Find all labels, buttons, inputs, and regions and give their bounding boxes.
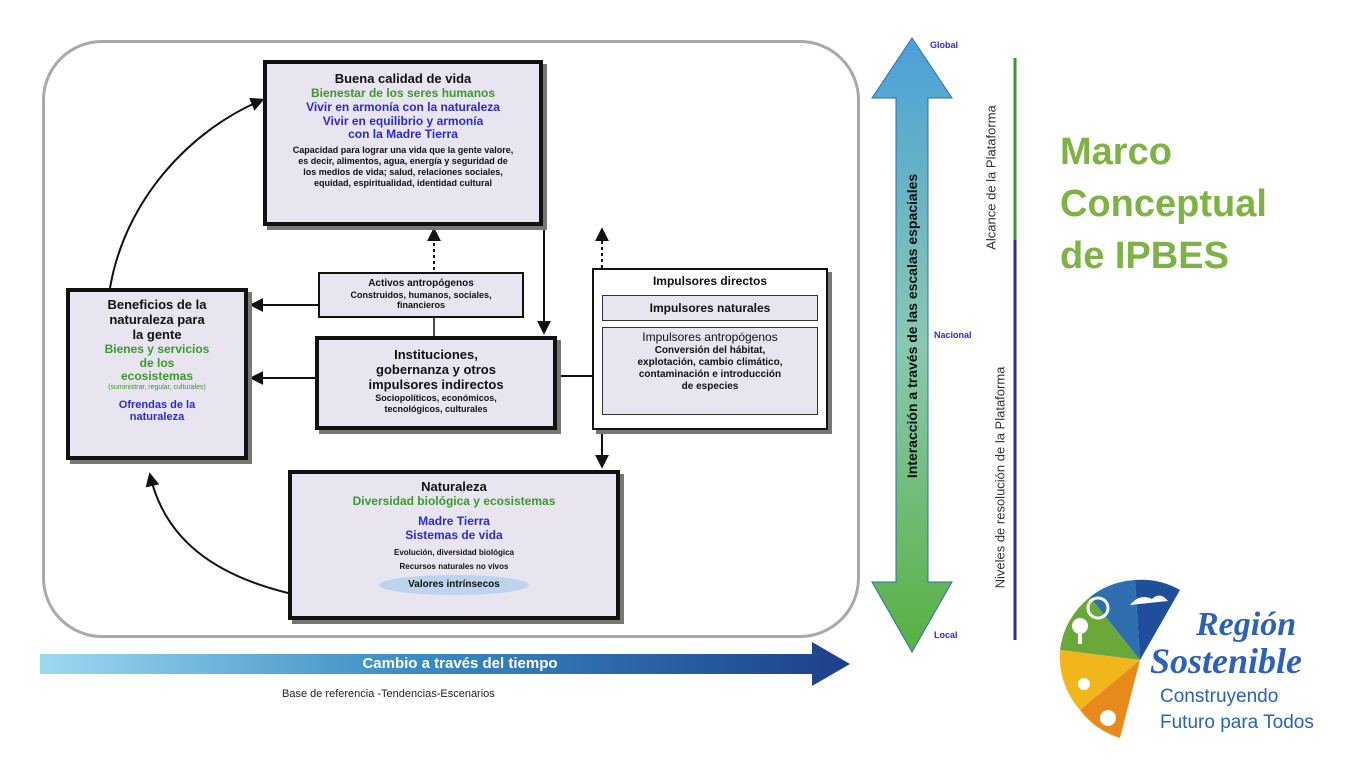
buena-blue-2: Vivir en equilibrio y armonía [322,113,484,128]
valores-ellipse: Valores intrínsecos [379,574,529,595]
activos-desc-1: Construidos, humanos, sociales, [350,289,492,300]
buena-desc-4: equidad, espiritualidad, identidad cultu… [313,177,493,188]
naturaleza-desc-1: Evolución, diversidad biológica [393,548,515,558]
page-title: Marco Conceptual de IPBES [1060,126,1267,282]
naturaleza-green: Diversidad biológica y ecosistemas [352,493,556,508]
time-arrow-sub: Base de referencia -Tendencias-Escenario… [282,688,495,700]
activos-box: Activos antropógenos Construidos, humano… [318,272,524,318]
antropogenos-desc-2: explotación, cambio climático, [637,356,783,368]
beneficios-green-2: de los [139,355,175,370]
scale-global: Global [930,40,959,50]
instituciones-title-2: gobernanza y otros [376,361,496,377]
antropogenos-title: Impulsores antropógenos [642,329,778,344]
instituciones-title-3: impulsores indirectos [368,376,504,392]
beneficios-box: Beneficios de la naturaleza para la gent… [66,288,248,460]
impulsores-directos-box: Impulsores directos Impulsores naturales… [592,268,828,430]
instituciones-title-1: Instituciones, [394,347,478,362]
instituciones-desc-1: Sociopolíticos, económicos, [375,392,497,403]
beneficios-note: (suministrar, regular, culturales) [108,384,206,392]
arrow-naturaleza-to-beneficios [145,472,289,594]
scale-arrow-label: Interacción a través de las escalas espa… [904,173,920,479]
alcance-label: Alcance de la Plataforma [983,105,999,250]
naturaleza-box: Naturaleza Diversidad biológica y ecosis… [288,470,620,620]
antropogenos-desc-3: contaminación e introducción [638,368,782,380]
buena-title: Buena calidad de vida [334,71,472,86]
valores-label: Valores intrínsecos [408,578,500,590]
beneficios-title-2: naturaleza para [109,311,205,327]
impulsores-naturales-box: Impulsores naturales [602,294,818,321]
buena-blue-3: con la Madre Tierra [348,127,458,142]
naturaleza-desc-2: Recursos naturales no vivos [399,561,509,571]
logo-line-1: Región [1196,606,1297,643]
activos-title: Activos antropógenos [368,278,474,289]
diagram-frame [42,40,860,638]
niveles-label: Niveles de resolución de la Plataforma [992,366,1008,589]
buena-desc-2: es decir, alimentos, agua, energía y seg… [298,155,508,166]
naturaleza-blue-2: Sistemas de vida [405,527,503,542]
title-line-1: Marco [1060,131,1172,173]
beneficios-blue-1: Ofrendas de la [118,398,196,411]
logo-line-2: Sostenible [1150,641,1303,681]
logo-line-4: Futuro para Todos [1160,712,1314,733]
naturaleza-title: Naturaleza [421,479,487,494]
buena-calidad-box: Buena calidad de vida Bienestar de los s… [263,60,543,226]
naturaleza-blue-1: Madre Tierra [418,513,490,528]
time-arrow-label: Cambio a través del tiempo [362,655,558,672]
buena-desc-3: los medios de vida; salud, relaciones so… [303,166,503,177]
time-arrow-shape [40,642,850,686]
scale-arrow-shape [871,37,953,654]
title-line-3: de IPBES [1060,235,1229,277]
impulsores-title: Impulsores directos [652,274,768,288]
impulsores-antropogenos-box: Impulsores antropógenos Conversión del h… [602,326,818,415]
activos-desc-2: financieros [396,300,445,311]
arrow-beneficios-to-buena [109,97,265,289]
beneficios-title-3: la gente [132,326,182,342]
impulsores-naturales-label: Impulsores naturales [649,300,771,315]
buena-green: Bienestar de los seres humanos [310,85,496,100]
buena-desc-1: Capacidad para lograr una vida que la ge… [292,145,514,156]
beneficios-green-1: Bienes y servicios [104,341,210,356]
beneficios-green-3: ecosistemas [120,369,194,384]
instituciones-box: Instituciones, gobernanza y otros impuls… [315,336,557,430]
antropogenos-desc-1: Conversión del hábitat, [654,344,766,356]
beneficios-title-1: Beneficios de la [107,297,207,312]
antropogenos-desc-4: de especies [681,380,739,392]
scale-nacional: Nacional [934,330,972,340]
scale-local: Local [934,630,958,640]
buena-blue-1: Vivir en armonía con la naturaleza [306,99,500,114]
instituciones-desc-2: tecnológicos, culturales [384,403,488,414]
title-line-2: Conceptual [1060,183,1267,225]
beneficios-blue-2: naturaleza [129,411,185,424]
logo-line-3: Construyendo [1160,686,1279,707]
